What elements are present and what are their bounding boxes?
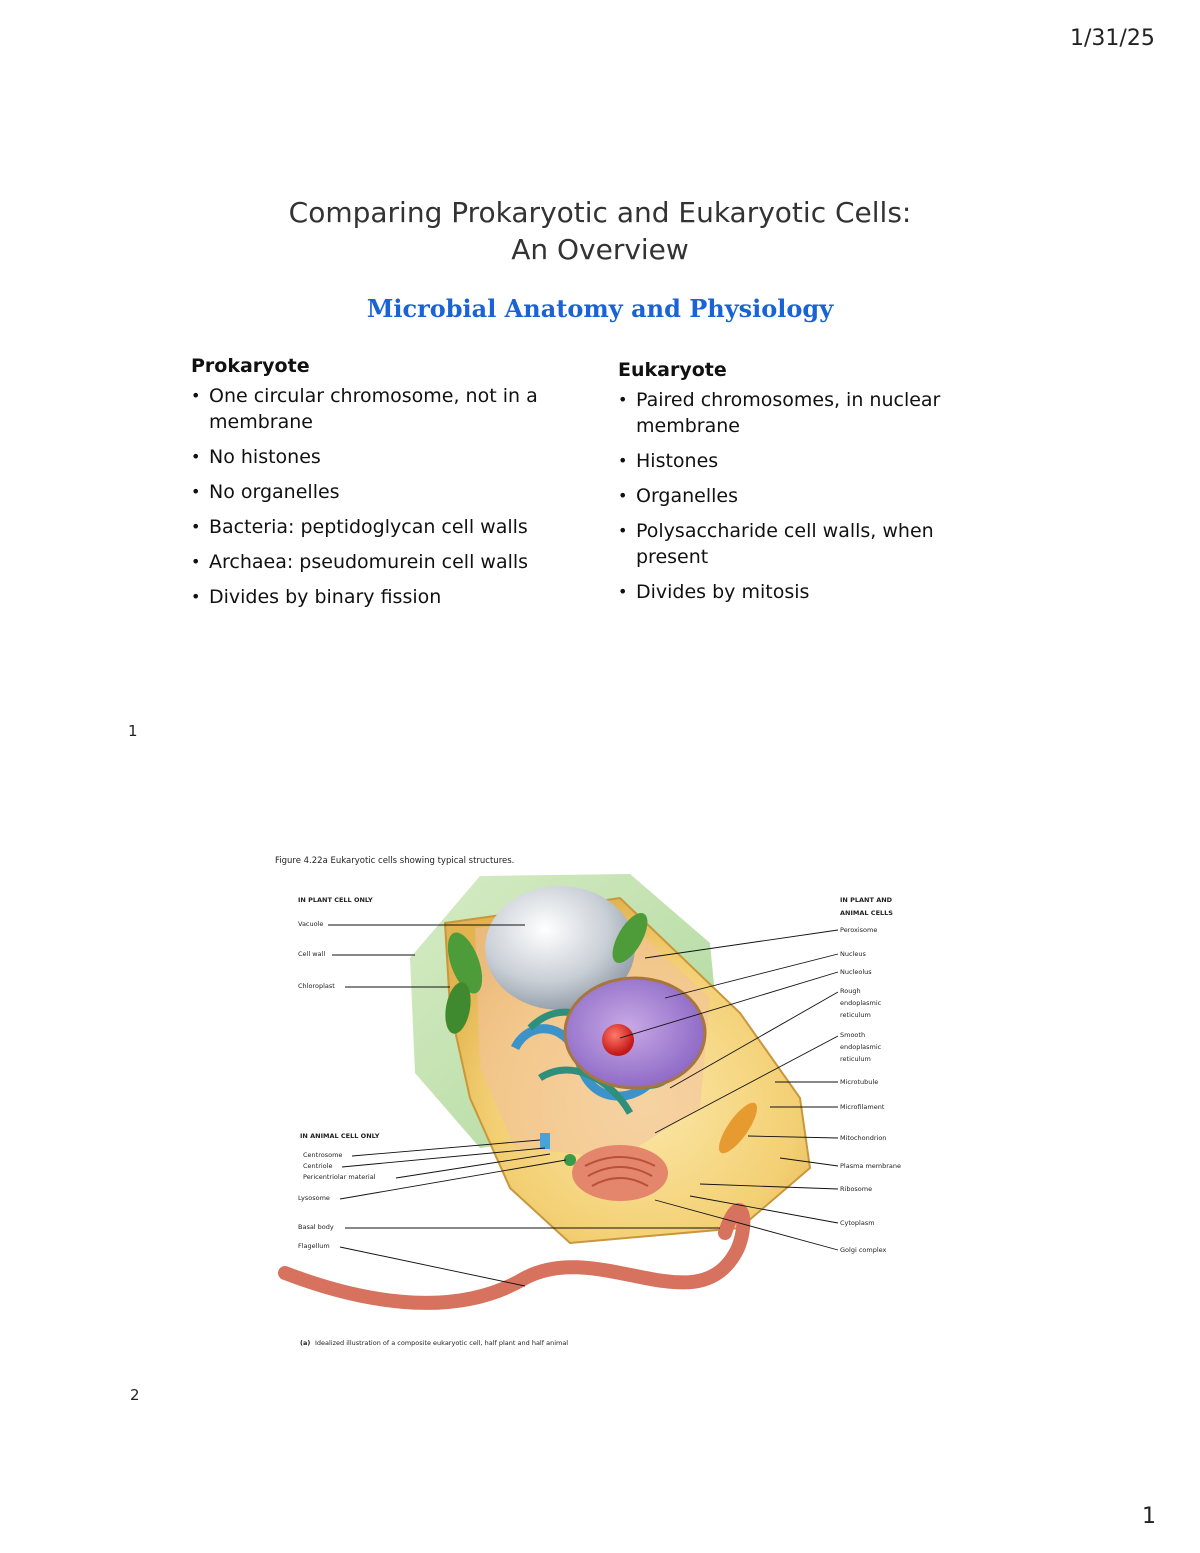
label-rough-er-2: endoplasmic (840, 999, 882, 1007)
prokaryote-heading: Prokaryote (191, 355, 310, 377)
list-item: Paired chromosomes, in nuclear membrane (618, 387, 948, 439)
label-lysosome: Lysosome (298, 1194, 330, 1202)
label-nucleolus: Nucleolus (840, 968, 872, 976)
label-basal-body: Basal body (298, 1223, 334, 1231)
panel-caption: Idealized illustration of a composite eu… (315, 1339, 568, 1347)
label-microtubule: Microtubule (840, 1078, 878, 1086)
label-smooth-er-2: endoplasmic (840, 1043, 882, 1051)
slide-title: Comparing Prokaryotic and Eukaryotic Cel… (0, 194, 1200, 268)
vacuole-shape (485, 886, 635, 1010)
mitochondrion-shape (718, 1102, 758, 1154)
page-number: 1 (1142, 1504, 1156, 1529)
leader-line (339, 1159, 567, 1200)
leader-line (619, 971, 839, 1039)
slide-date: 1/31/25 (1070, 26, 1155, 51)
slide-number-1: 1 (128, 722, 138, 740)
leader-line (644, 929, 839, 959)
leader-line (395, 1153, 551, 1179)
eukaryote-column: Eukaryote Paired chromosomes, in nuclear… (618, 359, 948, 614)
flagellum-shape (278, 1203, 751, 1310)
label-cell-wall: Cell wall (298, 950, 325, 958)
label-plasma-membrane: Plasma membrane (840, 1162, 901, 1170)
leader-line (747, 1135, 839, 1139)
panel-letter: (a) (300, 1339, 310, 1347)
label-smooth-er-3: reticulum (840, 1055, 871, 1063)
leader-line (664, 953, 839, 999)
nucleolus-shape (602, 1024, 634, 1056)
leader-line (654, 1035, 839, 1134)
label-pericentriolar-material: Pericentriolar material (303, 1173, 376, 1181)
label-microfilament: Microfilament (840, 1103, 885, 1111)
animal-only-heading: IN ANIMAL CELL ONLY (300, 1132, 380, 1140)
prokaryote-column: Prokaryote One circular chromosome, not … (191, 355, 561, 619)
both-heading-line-2: ANIMAL CELLS (840, 909, 893, 917)
figure-caption: Figure 4.22a Eukaryotic cells showing ty… (275, 856, 514, 866)
leader-line (779, 1157, 839, 1167)
centrosome-shape (540, 1133, 550, 1149)
eukaryote-list: Paired chromosomes, in nuclear membrane … (618, 387, 948, 605)
golgi-shape (572, 1145, 668, 1201)
label-nucleus: Nucleus (840, 950, 866, 958)
label-centriole: Centriole (303, 1162, 332, 1170)
list-item: Divides by mitosis (618, 579, 948, 605)
label-vacuole: Vacuole (298, 920, 323, 928)
label-mitochondrion: Mitochondrion (840, 1134, 886, 1142)
label-centrosome: Centrosome (303, 1151, 342, 1159)
plant-only-heading: IN PLANT CELL ONLY (298, 896, 373, 904)
list-item: Divides by binary fission (191, 584, 561, 610)
eukaryotic-cell-figure: Figure 4.22a Eukaryotic cells showing ty… (270, 848, 930, 1358)
list-item: Histones (618, 448, 948, 474)
label-rough-er-3: reticulum (840, 1011, 871, 1019)
label-peroxisome: Peroxisome (840, 926, 877, 934)
leader-line (669, 991, 839, 1089)
label-rough-er-1: Rough (840, 987, 861, 995)
prokaryote-list: One circular chromosome, not in a membra… (191, 383, 561, 610)
list-item: Bacteria: peptidoglycan cell walls (191, 514, 561, 540)
label-ribosome: Ribosome (840, 1185, 872, 1193)
list-item: Organelles (618, 483, 948, 509)
label-chloroplast: Chloroplast (298, 982, 335, 990)
label-flagellum: Flagellum (298, 1242, 330, 1250)
label-cytoplasm: Cytoplasm (840, 1219, 875, 1227)
slide-title-line-2: An Overview (511, 233, 689, 266)
leader-line (689, 1195, 839, 1224)
slide-title-line-1: Comparing Prokaryotic and Eukaryotic Cel… (288, 196, 912, 229)
chloroplast-shape (445, 982, 471, 1034)
lysosome-shape (564, 1154, 576, 1166)
leader-line (339, 1246, 526, 1287)
golgi-folds (584, 1156, 656, 1187)
leader-line (341, 1147, 546, 1168)
list-item: Polysaccharide cell walls, when present (618, 518, 948, 570)
label-smooth-er-1: Smooth (840, 1031, 865, 1039)
eukaryote-heading: Eukaryote (618, 359, 727, 381)
leader-line (699, 1183, 839, 1190)
list-item: No histones (191, 444, 561, 470)
slide-subtitle: Microbial Anatomy and Physiology (366, 294, 834, 323)
cell-illustration: Figure 4.22a Eukaryotic cells showing ty… (275, 856, 901, 1347)
both-heading-line-1: IN PLANT AND (840, 896, 893, 904)
slide-number-2: 2 (130, 1386, 140, 1404)
list-item: Archaea: pseudomurein cell walls (191, 549, 561, 575)
list-item: No organelles (191, 479, 561, 505)
chloroplast-shape (447, 932, 483, 994)
chloroplast-shape (612, 913, 648, 963)
label-golgi-complex: Golgi complex (840, 1246, 887, 1254)
leader-line (654, 1199, 839, 1251)
list-item: One circular chromosome, not in a membra… (191, 383, 561, 435)
leader-line (351, 1139, 541, 1157)
